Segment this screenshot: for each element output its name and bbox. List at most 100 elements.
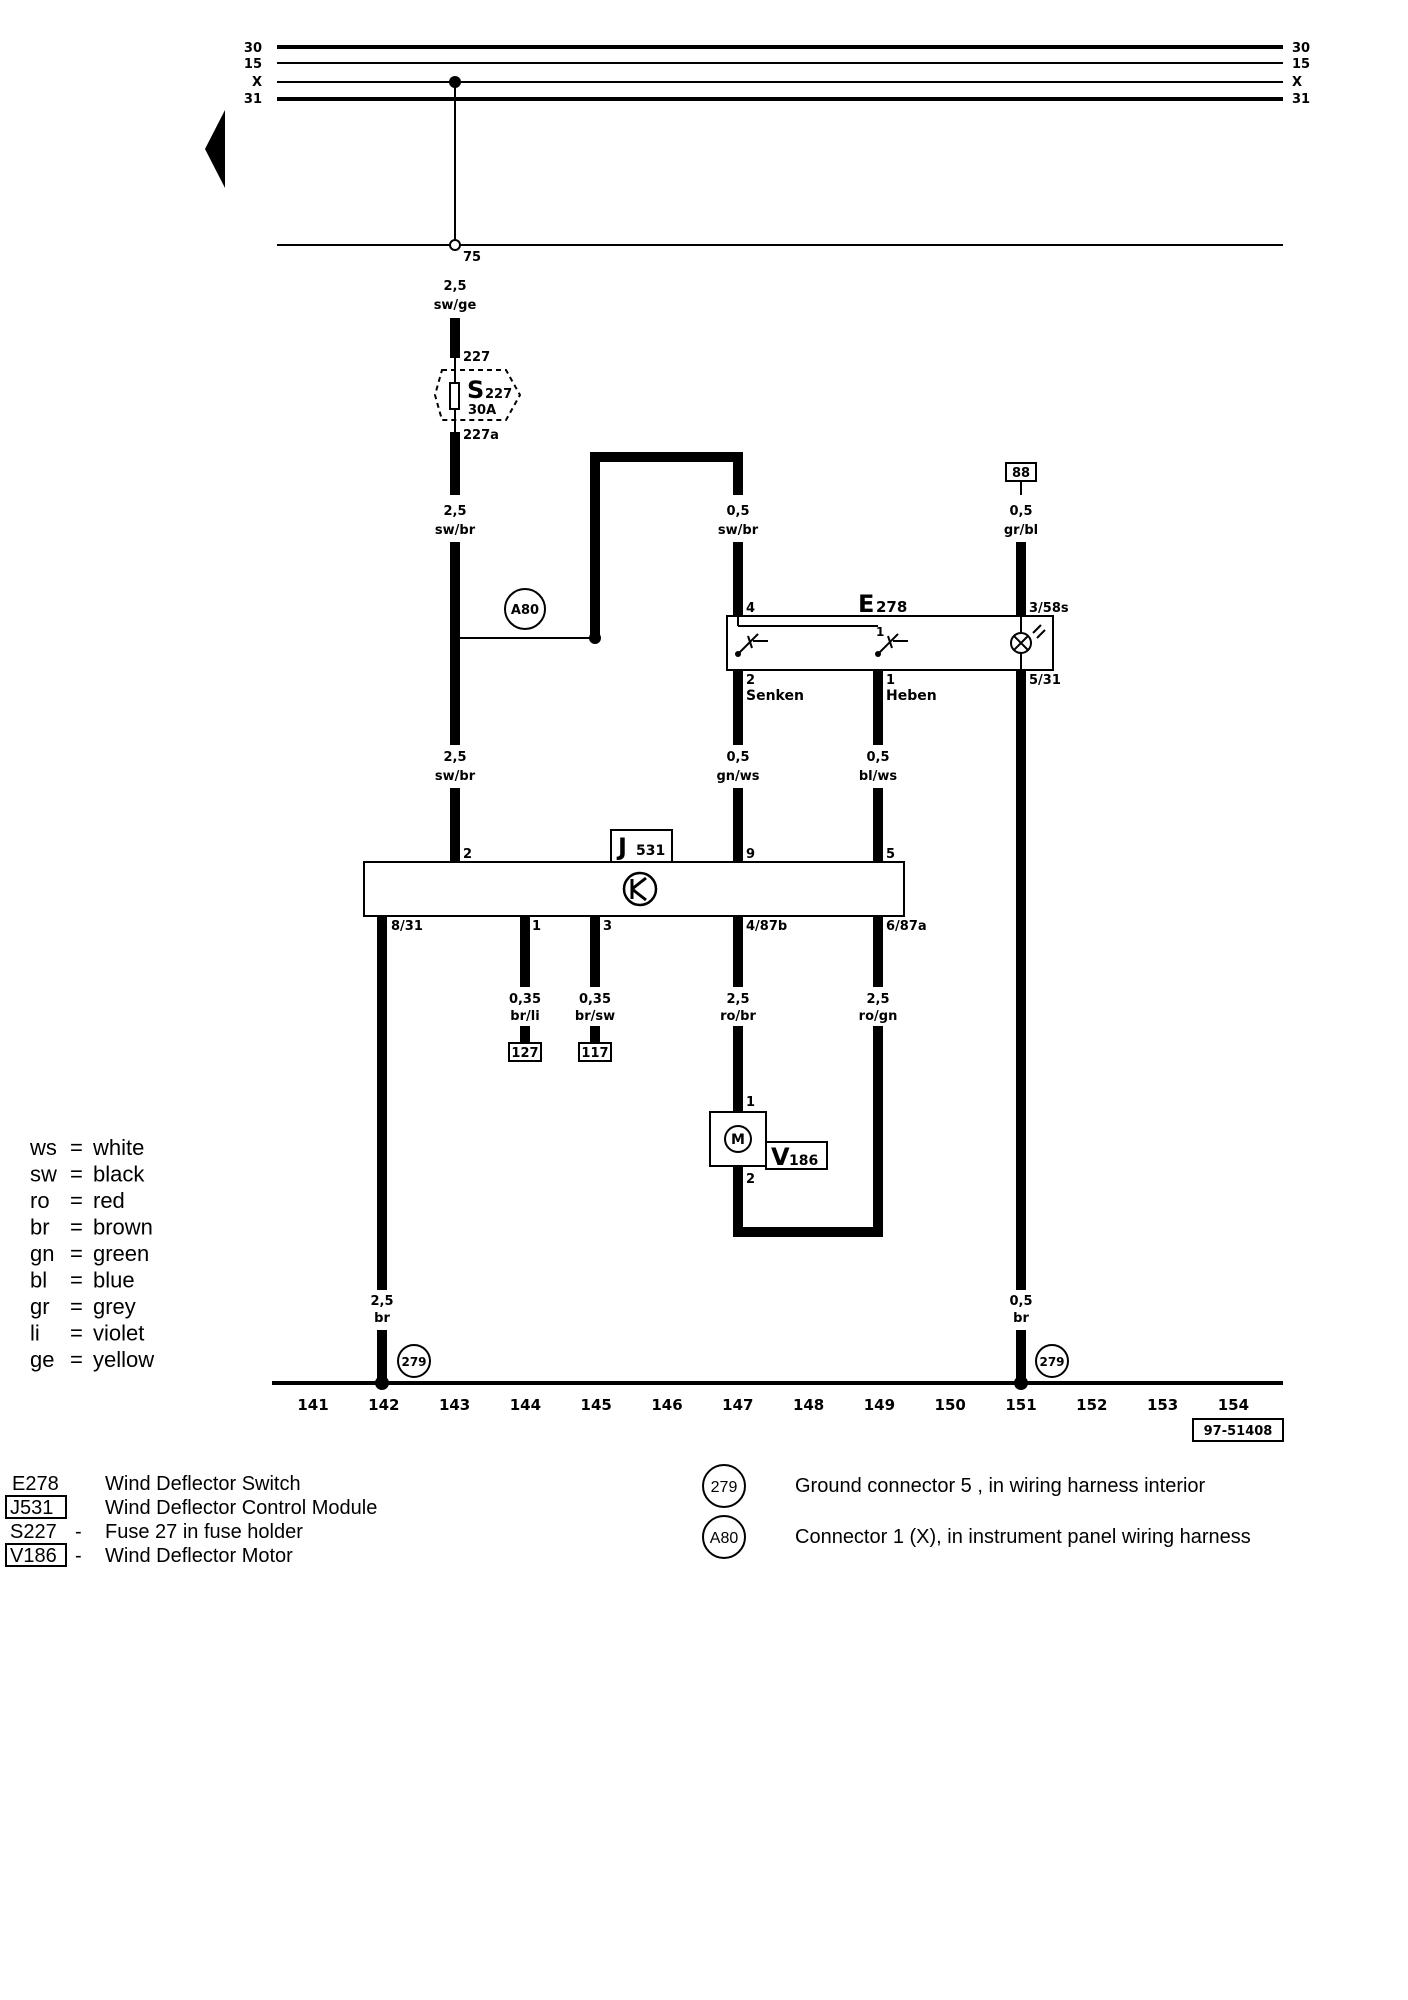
legend-text: Wind Deflector Control Module	[105, 1497, 377, 1519]
module-label-sub: 531	[636, 843, 665, 859]
legend-color-code: ro	[30, 1188, 50, 1213]
legend-code: V186	[10, 1545, 57, 1567]
wire-size: 2,5	[866, 992, 889, 1007]
wire-size: 2,5	[443, 750, 466, 765]
motor-icon	[724, 1125, 752, 1153]
switch-contact-heben-icon	[875, 633, 908, 657]
switch-pin: 3/58s	[1029, 601, 1069, 616]
bus-label-left: 31	[244, 92, 262, 107]
track-number: 147	[722, 1396, 753, 1414]
legend-color-code: br	[30, 1215, 50, 1240]
wire-color: sw/ge	[434, 298, 477, 313]
wire-color: br	[1013, 1311, 1029, 1326]
wire-color: sw/br	[718, 523, 759, 538]
ground-connector-label: 279	[401, 1355, 426, 1369]
ref-label: 117	[581, 1046, 608, 1061]
module-label: J	[616, 833, 627, 861]
track-number: 146	[651, 1396, 682, 1414]
legend-code-box	[5, 1543, 67, 1567]
track-number: 142	[368, 1396, 399, 1414]
bus-label-right: 15	[1292, 57, 1310, 72]
wire-size: 0,35	[579, 992, 611, 1007]
supply-wire: 75 2,5 sw/ge 227	[434, 76, 490, 365]
legend-color-name: black	[93, 1162, 145, 1187]
track-number: 145	[581, 1396, 612, 1414]
legend-text: Connector 1 (X), in instrument panel wir…	[795, 1526, 1251, 1548]
track-number: 151	[1005, 1396, 1036, 1414]
ground-connector-icon	[397, 1344, 431, 1378]
track-number: 149	[864, 1396, 895, 1414]
diagram-id-box	[1192, 1418, 1284, 1442]
track-number: 144	[510, 1396, 541, 1414]
components-legend: E278 Wind Deflector Switch J531 Wind Def…	[5, 1473, 377, 1567]
fuse-pin-in: 227	[463, 350, 490, 365]
connector-a80-label: A80	[511, 603, 539, 618]
control-unit-icon	[622, 871, 658, 907]
bus-label-right: X	[1292, 75, 1302, 90]
switch-pin: 4	[746, 601, 755, 616]
wire-size: 0,5	[726, 504, 749, 519]
ground-connector-icon	[1035, 1344, 1069, 1378]
module-pin: 2	[463, 847, 472, 862]
module-pin: 5	[886, 847, 895, 862]
legend-equals: =	[70, 1268, 83, 1293]
legend-color-name: red	[93, 1188, 125, 1213]
legend-color-code: gn	[30, 1241, 54, 1266]
track-number: 148	[793, 1396, 824, 1414]
bus-label-left: X	[252, 75, 262, 90]
wire-motor-1: 2,5 ro/br	[720, 916, 756, 1112]
ref-box-127	[508, 1042, 542, 1062]
continuation-arrow-icon	[205, 110, 225, 188]
wire-ground-left: 2,5 br 279	[370, 916, 431, 1390]
legend-equals: =	[70, 1188, 83, 1213]
fuse-s227: S 227 30A 227a 2,5 sw/br	[433, 358, 522, 538]
legend-code-box	[5, 1495, 67, 1519]
module-j531: J 531 2 9 5 8/31 1 3 4/87b 6/87a	[363, 829, 927, 934]
legend-symbol: 279	[711, 1479, 738, 1496]
switch-pin: 2	[746, 673, 755, 688]
legend-color-code: sw	[30, 1162, 57, 1187]
connector-a80-icon	[702, 1515, 746, 1559]
legend-color-code: bl	[30, 1268, 47, 1293]
switch-contact-senken-icon	[735, 633, 768, 657]
module-pin: 8/31	[391, 919, 423, 934]
wire-size: 2,5	[443, 504, 466, 519]
ref-label: 127	[511, 1046, 538, 1061]
wire-sw-br-main: A80 2,5 sw/br	[435, 452, 743, 862]
track-number: 154	[1218, 1396, 1249, 1414]
fuse-label: S	[467, 376, 484, 404]
module-pin: 6/87a	[886, 919, 927, 934]
wire-color: bl/ws	[859, 769, 898, 784]
wire-out-pin1: 0,35 br/li 127	[508, 916, 542, 1062]
wire-color: ro/br	[720, 1009, 756, 1024]
motor-pin: 1	[746, 1095, 755, 1110]
legend-equals: =	[70, 1215, 83, 1240]
switch-label: E	[858, 590, 874, 618]
bus-label-left: 15	[244, 57, 262, 72]
wire-size: 2,5	[370, 1294, 393, 1309]
module-pin: 4/87b	[746, 919, 787, 934]
wire-color: br	[374, 1311, 390, 1326]
diagram-id: 97-51408	[1204, 1424, 1273, 1439]
legend-color-name: violet	[93, 1321, 144, 1346]
wire-senken: 0,5 gn/ws	[716, 670, 760, 862]
wire-lamp-feed: 88 0,5 gr/bl	[1004, 462, 1038, 616]
wire-out-pin3: 0,35 br/sw 117	[575, 916, 615, 1062]
switch-pin-name: Heben	[886, 688, 937, 704]
ground-connector-label: 279	[1039, 1355, 1064, 1369]
motor-pin: 2	[746, 1172, 755, 1187]
fuse-rating: 30A	[468, 403, 496, 418]
motor-symbol: M	[731, 1132, 745, 1148]
track-number: 150	[935, 1396, 966, 1414]
legend-dash: -	[75, 1545, 82, 1567]
module-pin: 1	[532, 919, 541, 934]
wire-size: 0,5	[726, 750, 749, 765]
track-number: 141	[297, 1396, 328, 1414]
legend-equals: =	[70, 1162, 83, 1187]
legend-color-name: brown	[93, 1215, 153, 1240]
legend-color-code: ge	[30, 1347, 54, 1372]
switch-pin-name: Senken	[746, 688, 804, 704]
ref-label: 88	[1012, 466, 1030, 481]
